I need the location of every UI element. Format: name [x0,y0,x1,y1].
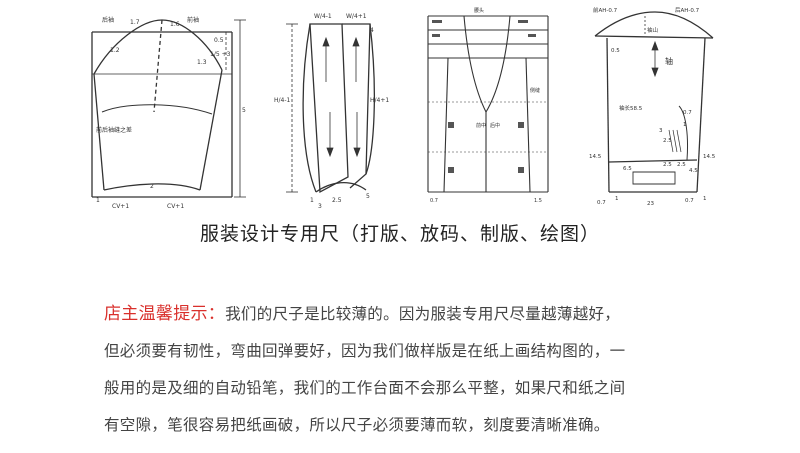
shop-notice: 店主温馨提示：我们的尺子是比较薄的。因为服装专用尺尽量越薄越好， 但必须要有韧性… [104,296,744,444]
sleeve-label: 1 [683,122,687,128]
bodice-label: 后袖 [102,16,114,24]
product-caption: 服装设计专用尺（打版、放码、制版、绘图） [199,223,600,245]
skirt-label: 1.5 [534,198,542,204]
notice-line: 店主温馨提示：我们的尺子是比较薄的。因为服装专用尺尽量越薄越好， [104,296,744,333]
pants-label: W/4-1 [314,13,332,20]
sleeve-label: 0.7 [597,200,606,206]
bodice-label: 5 [242,107,246,114]
bodice-label: CV+1 [112,203,129,210]
sleeve-label: 1 [703,196,707,202]
bodice-label: 1 [96,197,100,204]
skirt-label: 前中 [476,122,486,129]
notice-text: 我们的尺子是比较薄的。因为服装专用尺尽量越薄越好， [225,305,621,323]
sleeve-label: 0.5 [611,48,620,54]
skirt-label: 侧缝 [530,87,540,94]
notice-line: 但必须要有韧性，弯曲回弹要好，因为我们做样版是在纸上画结构图的，一 [104,342,626,360]
notice-line: 般用的是及细的自动铅笔，我们的工作台面不会那么平整，如果尺和纸之间 [104,379,626,397]
pants-label: H/4+1 [370,97,389,104]
sleeve-label: 0.7 [683,110,692,116]
skirt-label: 0.7 [430,198,438,204]
pants-label: 1 [310,197,314,204]
bodice-label: 1.2 [110,47,120,54]
sleeve-label: 2.5 [677,162,686,168]
bodice-label: 前袖 [187,16,199,24]
skirt-label: 腰头 [474,7,484,14]
pants-label: H/4-1 [274,97,291,104]
skirt-pattern-diagram: 前中 后中 侧缝 腰头 0.7 1.5 [418,2,558,212]
notice-line: 有空隙，笔很容易把纸画破，所以尺子必须要薄而软，刻度要清晰准确。 [104,416,610,434]
sleeve-label: 后AH-0.7 [675,6,700,14]
sleeve-pattern-diagram: 前AH-0.7 后AH-0.7 袖山 轴 袖长58.5 0.7 0.5 14.5… [585,2,725,212]
bodice-label: 2 [150,183,154,190]
bodice-label: 1.3 [197,59,207,66]
sleeve-label: 袖山 [647,26,658,34]
sleeve-label: 2.5 [663,162,672,168]
sleeve-label: 2.5 [663,138,672,144]
sleeve-label: 14.5 [589,154,602,160]
pants-pattern-diagram: W/4-1 W/4+1 H/4-1 H/4+1 2.5 3 1 5 4 [270,2,390,212]
bodice-label: 0.5 [214,37,224,44]
sleeve-label: 轴 [665,56,673,66]
pants-label: 4 [370,27,374,34]
bodice-label: 1.6 [170,21,180,28]
skirt-label: 后中 [490,122,500,129]
sleeve-label: 1 [615,196,619,202]
bodice-label: 前后袖缝之差 [96,126,132,134]
sleeve-label: 14.5 [703,154,716,160]
pants-label: 3 [318,203,322,210]
sleeve-label: 前AH-0.7 [593,6,618,14]
sleeve-label: 6.5 [623,166,632,172]
pants-label: 5 [366,193,370,200]
pants-label: W/4+1 [346,13,367,20]
bodice-label: CV+1 [167,203,184,210]
bodice-label: 1.7 [130,19,140,26]
sleeve-label: 3 [659,128,663,134]
notice-label: 店主温馨提示： [104,304,226,324]
bodice-fraction: 1/5 +3 [210,51,231,58]
sleeve-label: 23 [647,201,654,207]
pants-label: 2.5 [332,197,342,204]
sleeve-label: 袖长58.5 [619,104,643,112]
pattern-diagram-strip: 后袖 前袖 1.7 1.6 1.2 1.3 0.5 1/5 +3 前后袖缝之差 … [0,0,800,215]
sleeve-label: 4.5 [689,168,698,174]
bodice-pattern-diagram: 后袖 前袖 1.7 1.6 1.2 1.3 0.5 1/5 +3 前后袖缝之差 … [82,2,252,212]
sleeve-label: 0.7 [685,198,694,204]
